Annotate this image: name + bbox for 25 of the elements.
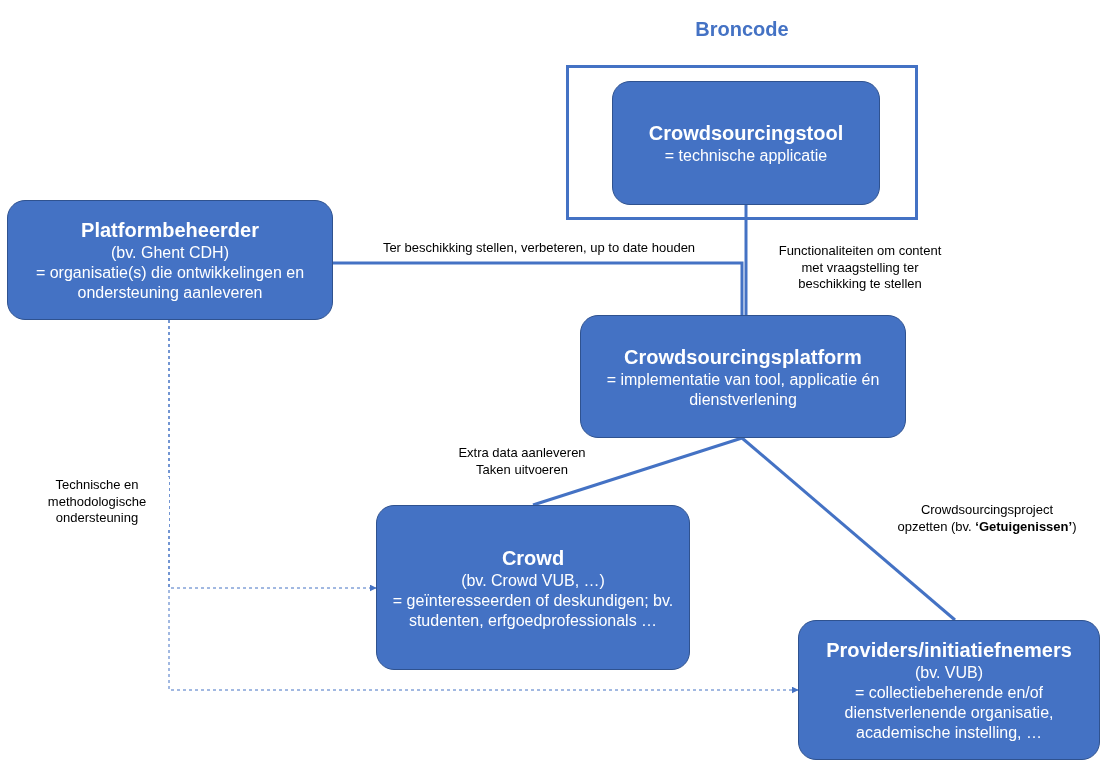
node-text: (bv. Crowd VUB, …) xyxy=(461,570,605,591)
node-text: (bv. Ghent CDH) xyxy=(111,243,229,263)
node-title: Crowdsourcingsplatform xyxy=(624,344,862,370)
process-box xyxy=(7,200,333,320)
process-box xyxy=(376,505,690,670)
connector-line xyxy=(741,436,956,622)
process-box xyxy=(612,81,880,205)
dashed-arrow xyxy=(168,319,799,694)
connector-line xyxy=(744,205,748,315)
node-text: = organisatie(s) die ontwikkelingen en ondersteuning aanleveren xyxy=(34,263,306,303)
connector-line xyxy=(333,261,744,315)
connector-line xyxy=(532,436,743,507)
frame-heading: Broncode xyxy=(694,18,790,41)
node-text: (bv. VUB) xyxy=(914,663,984,683)
process-box xyxy=(580,315,906,438)
process-box xyxy=(798,620,1100,760)
node-title: Providers/initiatiefnemers xyxy=(826,638,1072,663)
node-title: Crowdsourcingstool xyxy=(648,121,844,146)
node-text: = geïnteresseerden of deskundigen; bv. studenten, erfgoedprofessionals … xyxy=(391,590,675,631)
node-title: Platformbeheerder xyxy=(81,218,259,243)
node-text: = implementatie van tool, applicatie én dienstverlening xyxy=(605,369,881,410)
node-title: Crowd xyxy=(501,545,565,571)
node-text: = collectiebeherende en/of dienstverlenende organisatie, academische instelling, … xyxy=(843,683,1055,743)
edge-label: Crowdsourcingsproject opzetten (bv. ‘Getuigenissen’) xyxy=(895,502,1079,536)
node-text: = technische applicatie xyxy=(664,146,828,166)
